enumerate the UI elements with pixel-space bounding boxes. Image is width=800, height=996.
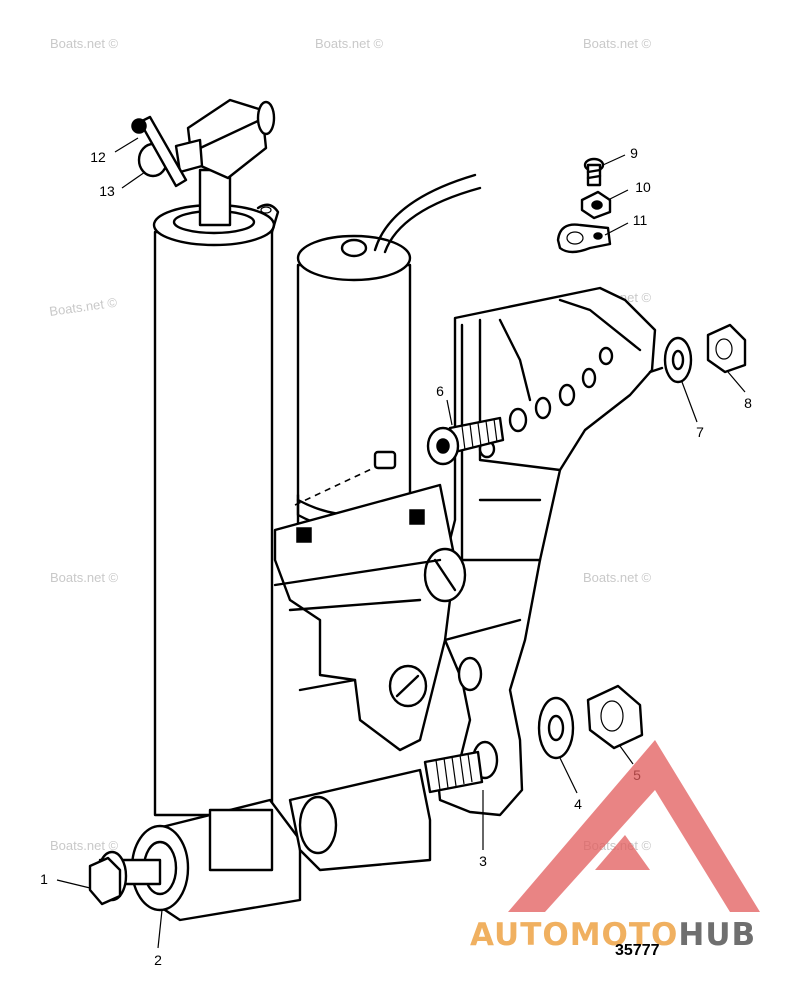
callout-4: 4: [574, 796, 582, 812]
trim-cylinder: [148, 168, 432, 922]
watermark: Boats.net ©: [315, 36, 384, 51]
callout-2: 2: [154, 952, 162, 968]
callout-3: 3: [479, 853, 487, 869]
bolt-3: [423, 750, 484, 794]
logo-text-primary: AUTOMOTO: [470, 917, 678, 953]
watermark: Boats.net ©: [48, 295, 118, 319]
callout-7: 7: [696, 424, 704, 440]
logo-inner-triangle-icon: [595, 835, 650, 870]
figure-number: 35777: [615, 942, 660, 959]
callout-1: 1: [40, 871, 48, 887]
callout-8: 8: [744, 395, 752, 411]
watermark: Boats.net ©: [583, 570, 652, 585]
washer-7: [648, 336, 693, 384]
washer-4: [537, 696, 575, 760]
watermark: Boats.net ©: [50, 36, 119, 51]
nut-8: [706, 323, 747, 374]
callout-11: 11: [633, 212, 648, 228]
callout-6: 6: [436, 383, 444, 399]
nut-5: [586, 684, 644, 750]
bolt-6: [426, 416, 505, 466]
logo-text-secondary: HUB: [678, 917, 756, 953]
watermark: Boats.net ©: [50, 838, 119, 853]
automotohub-logo: AUTOMOTOHUB: [470, 740, 760, 953]
leader-lines: [56, 137, 746, 949]
logo-triangle-icon: [508, 740, 760, 912]
logo-text: AUTOMOTOHUB: [470, 917, 756, 953]
watermark: Boats.net ©: [583, 36, 652, 51]
clip-hardware: [556, 157, 612, 254]
trim-motor: [294, 173, 482, 542]
callout-12: 12: [90, 149, 106, 165]
callouts: 1 2 3 4 5 6 7 8 9 10 11 12 13: [40, 145, 752, 968]
pump-body: [273, 483, 467, 752]
pivot-bolt: [88, 824, 190, 912]
callout-13: 13: [99, 183, 115, 199]
callout-10: 10: [635, 179, 651, 195]
watermark: Boats.net ©: [50, 570, 119, 585]
hose-fitting: [131, 98, 276, 188]
callout-9: 9: [630, 145, 638, 161]
